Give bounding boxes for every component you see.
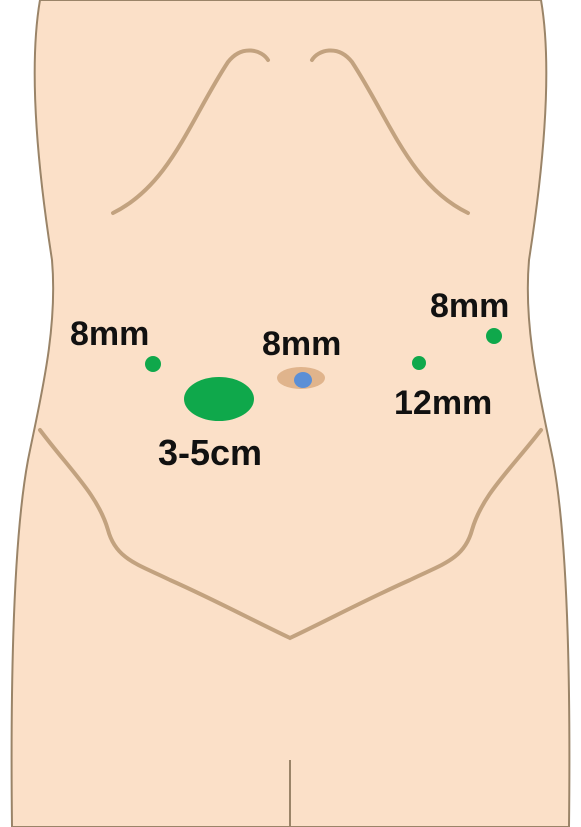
left-port-marker (145, 356, 161, 372)
left-port-label: 8mm (70, 315, 149, 353)
right-upper-port-marker (486, 328, 502, 344)
umbilical-port-marker (294, 372, 312, 388)
right-lower-port-label: 12mm (394, 384, 492, 422)
extraction-site-label: 3-5cm (158, 432, 262, 473)
right-lower-port-marker (412, 356, 426, 370)
extraction-site-marker (184, 377, 254, 421)
right-upper-port-label: 8mm (430, 287, 509, 325)
umbilical-port-label: 8mm (262, 325, 341, 363)
